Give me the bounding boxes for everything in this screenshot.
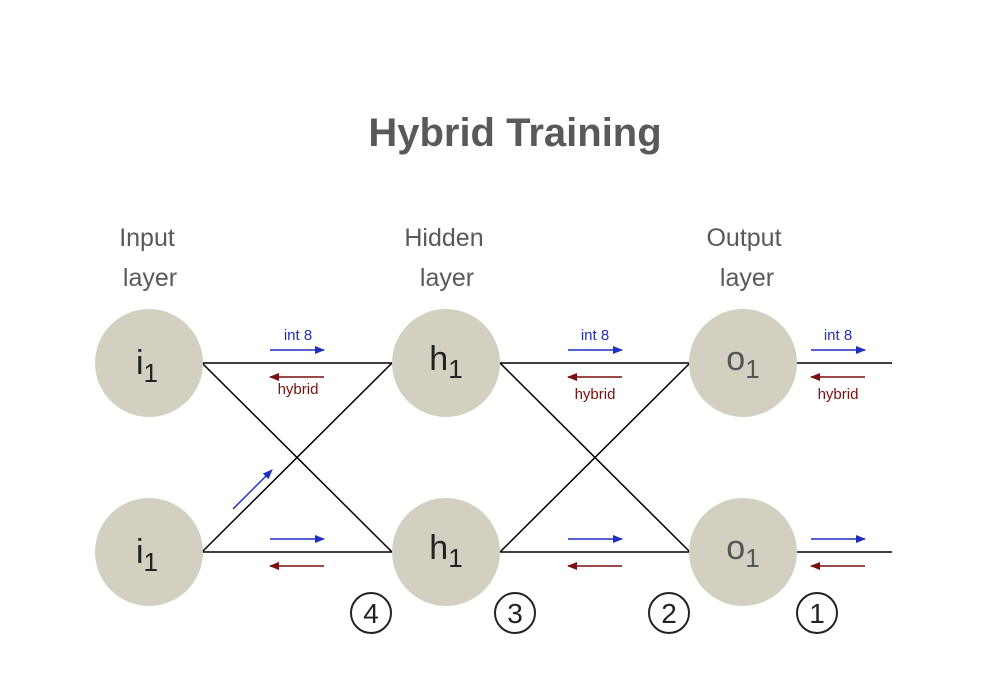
node-input-bottom: i1	[95, 498, 203, 606]
svg-text:o1: o1	[726, 529, 759, 573]
step-marker-4: 4	[350, 592, 392, 634]
svg-text:4: 4	[363, 598, 379, 629]
hidden-layer-label-line1: Hidden	[404, 224, 483, 252]
step-marker-3: 3	[494, 592, 536, 634]
forward-label-1: int 8	[284, 327, 312, 344]
connections	[201, 362, 892, 553]
diagonal-forward-arrow-icon	[232, 469, 273, 510]
arrows-input-hidden-top: int 8 hybrid	[269, 327, 325, 398]
arrows-bottom-row	[269, 535, 866, 570]
output-layer-label-line1: Output	[706, 224, 781, 252]
input-layer-label-line1: Input	[119, 224, 175, 252]
diagram-title: Hybrid Training	[368, 111, 661, 155]
edge-h1-o1-cross-up	[499, 362, 691, 553]
node-hidden-bottom: h1	[392, 498, 500, 606]
input-layer-label-line2: layer	[123, 264, 177, 292]
forward-label-2: int 8	[581, 327, 609, 344]
arrows-hidden-output-top: int 8 hybrid	[567, 327, 623, 403]
backward-label-2: hybrid	[575, 386, 616, 403]
svg-text:h1: h1	[429, 340, 462, 384]
arrows-output-top: int 8 hybrid	[810, 327, 866, 403]
step-marker-2: 2	[648, 592, 690, 634]
svg-text:3: 3	[507, 598, 523, 629]
forward-label-3: int 8	[824, 327, 852, 344]
svg-text:i1: i1	[136, 344, 158, 388]
backward-label-3: hybrid	[818, 386, 859, 403]
node-hidden-top: h1	[392, 309, 500, 417]
step-marker-1: 1	[796, 592, 838, 634]
svg-text:i1: i1	[136, 533, 158, 577]
svg-text:1: 1	[809, 598, 825, 629]
node-input-top: i1	[95, 309, 203, 417]
svg-text:2: 2	[661, 598, 677, 629]
backward-label-1: hybrid	[278, 381, 319, 398]
svg-text:o1: o1	[726, 340, 759, 384]
hidden-layer-label-line2: layer	[420, 264, 474, 292]
output-layer-label-line2: layer	[720, 264, 774, 292]
svg-text:h1: h1	[429, 529, 462, 573]
edge-i1-h1-cross-up	[201, 362, 393, 553]
node-output-bottom: o1	[689, 498, 797, 606]
node-output-top: o1	[689, 309, 797, 417]
